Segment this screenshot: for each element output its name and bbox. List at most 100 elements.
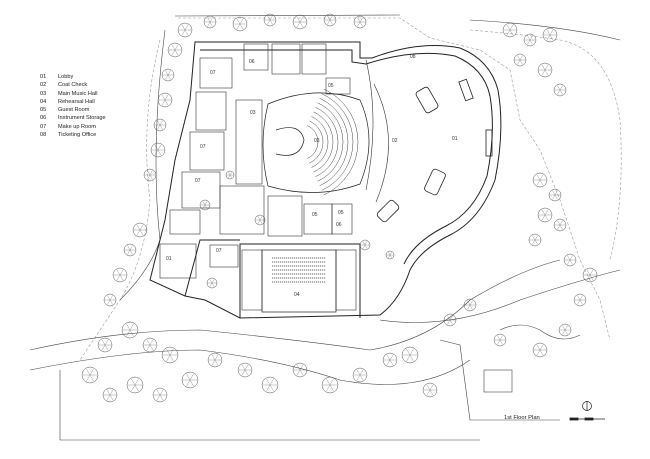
tree-branch: [554, 194, 558, 200]
tree-branch: [539, 344, 544, 351]
tree-branch: [244, 369, 249, 376]
tree-branch: [139, 224, 144, 231]
tree-branch: [541, 209, 546, 216]
tree-branch: [189, 379, 194, 387]
tree-branch: [156, 389, 161, 396]
tree-branch: [359, 21, 363, 27]
legend-label: Main Music Hall: [58, 90, 98, 97]
tree-icon: [553, 83, 567, 97]
legend-item: 03 Main Music Hall: [40, 90, 106, 98]
legend-label: Instrument Storage: [58, 115, 106, 122]
legend-label: Coat Check: [58, 82, 88, 89]
tree-branch: [364, 241, 368, 246]
tree-icon: [207, 352, 223, 368]
landscape-curves: [29, 14, 621, 441]
tree-icon: [153, 118, 167, 132]
tree-branch: [389, 251, 392, 256]
seat-row: [317, 102, 344, 182]
tree-branch: [326, 378, 331, 386]
tree-branch: [541, 214, 546, 221]
tree-icon: [292, 362, 308, 378]
main-music-hall: [262, 88, 370, 196]
room-labels: 01 02 03 04 05 05 05 06 06 07 07 07 07 0…: [166, 54, 458, 298]
tree-icon: [123, 243, 137, 257]
tree-icon: [563, 253, 577, 267]
tree-branch: [211, 279, 215, 284]
legend-number: 03: [40, 90, 47, 97]
tree-branch: [406, 354, 411, 362]
tree-branch: [299, 16, 304, 23]
tree-branch: [164, 99, 169, 106]
tree-branch: [104, 344, 109, 351]
tree-branch: [269, 19, 273, 25]
tree-branch: [186, 373, 191, 381]
tree-branch: [527, 39, 531, 45]
tree-branch: [257, 219, 261, 224]
tree-branch: [139, 229, 144, 236]
tree-branch: [86, 374, 91, 382]
tree-branch: [536, 179, 541, 186]
tree-branch: [89, 368, 94, 376]
tree-branch: [267, 15, 271, 21]
room-label: 05: [338, 210, 344, 216]
plan-title: 1st Floor Plan: [504, 415, 540, 421]
tree-branch: [119, 274, 124, 281]
tree-branch: [299, 369, 304, 376]
lobby-furniture: [376, 78, 493, 223]
tree-branch: [356, 374, 361, 381]
tree-branch: [211, 359, 216, 366]
tree-icon: [167, 42, 183, 58]
tree-branch: [266, 378, 271, 386]
tree-branch: [236, 18, 241, 25]
tree-branch: [559, 89, 563, 95]
tree-icon: [143, 168, 157, 182]
tree-branch: [541, 69, 546, 76]
tree-branch: [159, 394, 164, 401]
tree-branch: [106, 394, 111, 401]
legend-number: 05: [40, 107, 47, 114]
tree-icon: [161, 68, 175, 82]
tree-branch: [552, 190, 556, 196]
tree-branch: [239, 23, 244, 30]
interior-walls: [159, 43, 389, 311]
tree-branch: [169, 354, 174, 362]
tree-icon: [181, 371, 199, 389]
tree-branch: [557, 224, 561, 230]
tree-icon: [150, 142, 166, 158]
tree-branch: [329, 15, 333, 21]
tree-branch: [159, 124, 163, 130]
tree-branch: [104, 339, 109, 346]
tree-branch: [449, 319, 453, 325]
tree-branch: [266, 384, 271, 392]
tree-branch: [517, 55, 521, 61]
tree-branch: [429, 389, 434, 396]
room-label: 01: [166, 256, 172, 262]
tree-branch: [426, 384, 431, 391]
tree-icon: [532, 342, 548, 358]
tree-branch: [536, 174, 541, 181]
tree-branch: [116, 274, 121, 281]
tree-branch: [129, 329, 134, 337]
tree-branch: [157, 124, 161, 130]
tree-branch: [544, 69, 549, 76]
seat-row: [319, 97, 349, 187]
tree-branch: [539, 174, 544, 181]
legend-number: 08: [40, 132, 47, 139]
tree-branch: [269, 15, 273, 21]
tree-branch: [447, 319, 451, 325]
tree-branch: [164, 94, 169, 101]
tree-branch: [149, 344, 154, 351]
tree-icon: [537, 207, 553, 223]
tree-branch: [539, 179, 544, 186]
tree-branch: [386, 354, 391, 361]
tree-branch: [406, 348, 411, 356]
tree-branch: [154, 149, 159, 156]
tree-icon: [548, 188, 562, 202]
tree-branch: [171, 44, 176, 51]
tree-branch: [119, 269, 124, 276]
tree-icon: [513, 53, 527, 67]
legend-label: Rehearsal Hall: [58, 98, 95, 105]
tree-branch: [136, 229, 141, 236]
tree-branch: [149, 174, 153, 180]
